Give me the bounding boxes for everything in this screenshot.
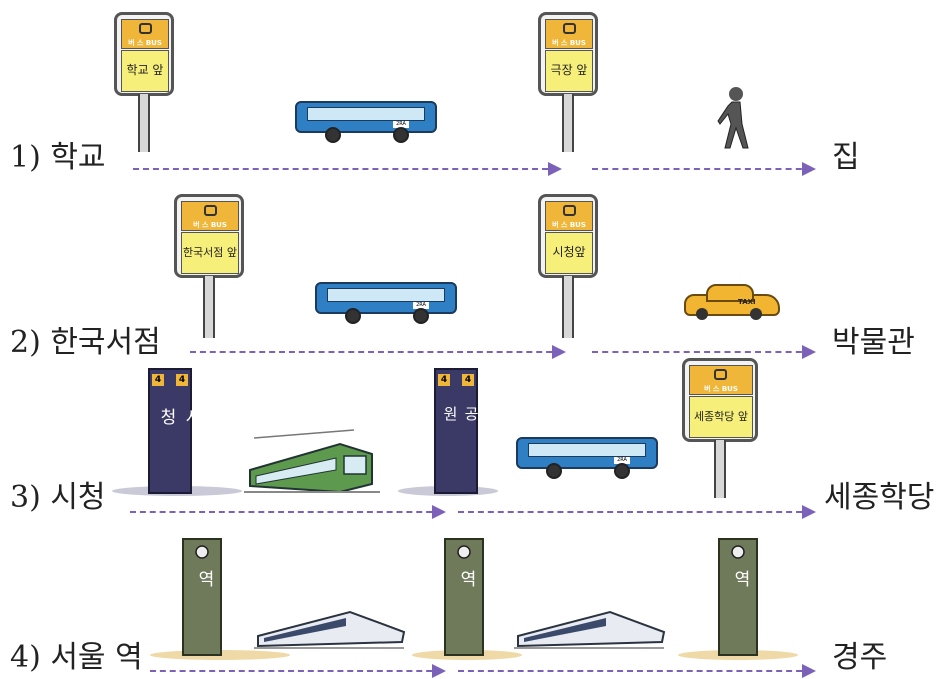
taxi-icon: TAXI xyxy=(684,284,780,320)
subway-train-icon xyxy=(244,426,382,494)
arrow-2a xyxy=(190,351,562,353)
row-1-destination: 집 xyxy=(832,143,860,173)
arrow-4a xyxy=(150,670,442,672)
clock-icon xyxy=(194,544,210,560)
arrow-3b xyxy=(458,511,812,513)
bus-3: 2RA xyxy=(516,433,662,479)
bus-2: 2RA xyxy=(315,278,461,324)
arrow-1b xyxy=(592,168,812,170)
row-4-label: 4) 서울 역 xyxy=(10,643,143,673)
walking-person-icon xyxy=(712,86,752,154)
row-3-destination: 세종학당 xyxy=(824,483,934,513)
bus-icon xyxy=(139,23,152,34)
bus-1: 2RA xyxy=(295,97,441,143)
row-1-label: 1) 학교 xyxy=(10,143,106,173)
arrow-2b xyxy=(592,351,812,353)
row-3-label: 3) 시청 xyxy=(10,483,106,513)
row-2-destination: 박물관 xyxy=(832,328,915,358)
clock-icon xyxy=(456,544,472,560)
clock-icon xyxy=(730,544,746,560)
arrow-4b xyxy=(458,670,812,672)
row-2-label: 2) 한국서점 xyxy=(10,328,161,358)
bus-icon xyxy=(563,205,576,216)
bus-icon xyxy=(714,369,727,380)
arrow-3a xyxy=(130,511,442,513)
ktx-train-icon-2 xyxy=(514,600,668,650)
row-4-destination: 경주 xyxy=(832,643,887,673)
arrow-1a xyxy=(133,168,558,170)
bus-icon xyxy=(563,23,576,34)
bus-icon xyxy=(204,205,217,216)
ktx-train-icon xyxy=(254,600,408,650)
